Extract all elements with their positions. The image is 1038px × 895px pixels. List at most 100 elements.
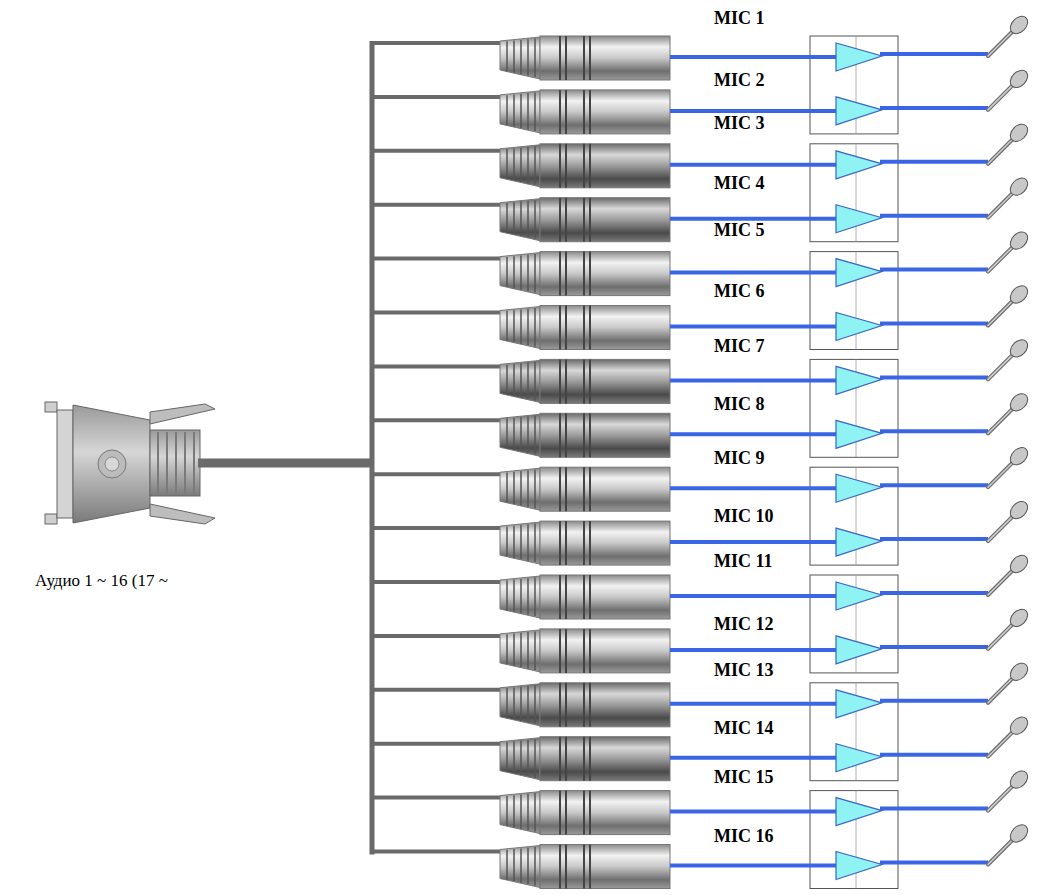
- cable-branch: [370, 41, 504, 45]
- grip-ridge: [520, 256, 522, 290]
- body-ring: [565, 575, 567, 619]
- body-ring: [583, 413, 585, 457]
- grip-ridge: [506, 796, 508, 826]
- cable-branch: [370, 634, 504, 638]
- connector-body: [540, 144, 670, 188]
- body-ring: [559, 198, 561, 242]
- output-wire: [880, 106, 988, 110]
- strain-relief: [500, 145, 540, 187]
- grip-ridge: [527, 848, 529, 884]
- strain-relief: [500, 630, 540, 672]
- strain-relief: [500, 576, 540, 618]
- db-rivet: [105, 457, 119, 471]
- body-ring: [565, 845, 567, 889]
- body-ring: [589, 467, 591, 511]
- amplifier-symbol: [836, 474, 882, 502]
- body-ring: [565, 683, 567, 727]
- connector-body: [540, 36, 670, 80]
- mic-label: MIC 11: [712, 552, 775, 572]
- cable-branch: [370, 257, 504, 261]
- xlr-connector: [500, 521, 670, 565]
- amplifier-symbol: [836, 798, 882, 826]
- grip-ridge: [506, 580, 508, 610]
- amplifier-blocks: [670, 36, 988, 889]
- main-cable: [198, 459, 374, 468]
- grip-ridge: [506, 634, 508, 664]
- strain-relief: [500, 91, 540, 133]
- grip-ridge: [513, 472, 515, 504]
- connector-body: [540, 575, 670, 619]
- grip-ridge: [506, 257, 508, 287]
- grip-ridge: [506, 473, 508, 503]
- body-ring: [565, 629, 567, 673]
- mic-label: MIC 1: [712, 9, 767, 29]
- grip-ridge: [506, 41, 508, 71]
- amplifier-symbol: [836, 582, 882, 610]
- output-wire: [880, 591, 988, 595]
- grip-ridge: [520, 525, 522, 559]
- grip-ridge: [520, 309, 522, 343]
- db-rivet: [98, 450, 126, 478]
- audio-channel-label: Аудио 1 ~ 16 (17 ~: [33, 572, 170, 591]
- grip-ridge: [506, 742, 508, 772]
- grip-ridge: [513, 418, 515, 450]
- strain-relief: [500, 738, 540, 780]
- body-ring: [589, 90, 591, 134]
- body-ring: [559, 36, 561, 80]
- xlr-connector: [500, 845, 670, 889]
- body-ring: [565, 467, 567, 511]
- mic-label: MIC 9: [712, 449, 767, 469]
- body-ring: [583, 683, 585, 727]
- input-wire: [670, 594, 836, 598]
- ridge-line: [157, 432, 159, 494]
- strain-relief: [500, 846, 540, 888]
- body-ring: [583, 467, 585, 511]
- microphone-icon: [988, 768, 1031, 811]
- body-ring: [583, 629, 585, 673]
- grip-ridge: [506, 203, 508, 233]
- grip-ridge: [534, 200, 536, 239]
- cable-bus: [370, 41, 375, 855]
- grip-ridge: [520, 363, 522, 397]
- cable-branch: [370, 526, 504, 530]
- xlr-connector: [500, 791, 670, 835]
- body-ring: [589, 791, 591, 835]
- grip-ridge: [527, 794, 529, 830]
- strain-relief: [500, 307, 540, 349]
- db-screw: [150, 404, 215, 424]
- mic-label: MIC 2: [712, 71, 767, 91]
- body-ring: [559, 521, 561, 565]
- grip-ridge: [527, 201, 529, 237]
- microphone-icon: [988, 229, 1031, 272]
- grip-ridge: [513, 148, 515, 180]
- amplifier-symbol: [836, 313, 882, 341]
- grip-ridge: [534, 578, 536, 617]
- microphone-icon: [988, 552, 1031, 595]
- amplifier-symbol: [836, 744, 882, 772]
- cable-branch: [370, 311, 504, 315]
- xlr-connector: [500, 467, 670, 511]
- connector-body: [540, 467, 670, 511]
- xlr-connector: [500, 737, 670, 781]
- mic-label: MIC 15: [712, 768, 776, 788]
- grip-ridge: [506, 365, 508, 395]
- amplifier-symbol: [836, 420, 882, 448]
- strain-relief: [500, 37, 540, 79]
- body-ring: [583, 198, 585, 242]
- input-wire: [670, 163, 836, 167]
- grip-ridge: [520, 848, 522, 882]
- microphone-icon: [988, 714, 1031, 757]
- body-ring: [583, 359, 585, 403]
- amplifier-box: [810, 467, 898, 565]
- grip-ridge: [520, 579, 522, 613]
- grip-ridge: [513, 95, 515, 127]
- mic-label: MIC 10: [712, 507, 776, 527]
- microphone-icon: [988, 13, 1031, 56]
- grip-ridge: [534, 39, 536, 78]
- input-wire: [670, 378, 836, 382]
- input-wire: [670, 756, 836, 760]
- grip-ridge: [513, 795, 515, 827]
- cable-branch: [370, 688, 504, 692]
- body-ring: [559, 359, 561, 403]
